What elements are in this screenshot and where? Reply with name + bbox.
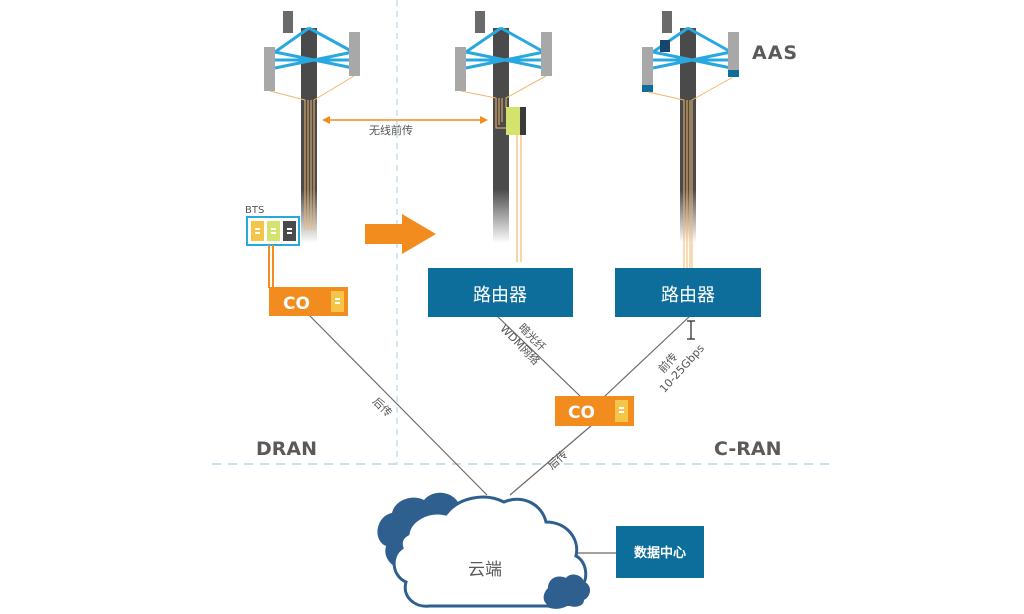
bts-unit [246, 216, 300, 246]
datacenter-label: 数据中心 [634, 545, 686, 561]
tower-aas [642, 11, 739, 268]
co-left-label: CO [283, 294, 310, 314]
router-right-box [615, 268, 761, 317]
co-center-box [555, 396, 634, 426]
co-left-box [269, 287, 348, 316]
cloud-label: 云端 [468, 560, 502, 580]
tower-dran [264, 11, 360, 243]
router-left-box [428, 268, 573, 317]
link-lines [307, 313, 691, 554]
wireless-fronthaul-label: 无线前传 [369, 123, 413, 137]
aas-label: AAS [752, 42, 798, 64]
text-cursor-icon [687, 320, 695, 340]
router-right-label: 路由器 [661, 285, 715, 306]
dran-label: DRAN [256, 438, 317, 460]
co-center-label: CO [568, 403, 595, 423]
datacenter-box [616, 526, 704, 578]
cran-label: C-RAN [714, 438, 782, 460]
router-left-label: 路由器 [473, 285, 527, 306]
bts-to-co-link [268, 245, 274, 288]
cloud-icon [377, 492, 590, 609]
bts-label: BTS [245, 205, 264, 216]
transition-arrow [365, 214, 436, 254]
backhaul-right-label: 后传 [545, 448, 570, 472]
tower-middle [455, 11, 552, 262]
wireless-fronthaul-arrow [322, 116, 488, 124]
